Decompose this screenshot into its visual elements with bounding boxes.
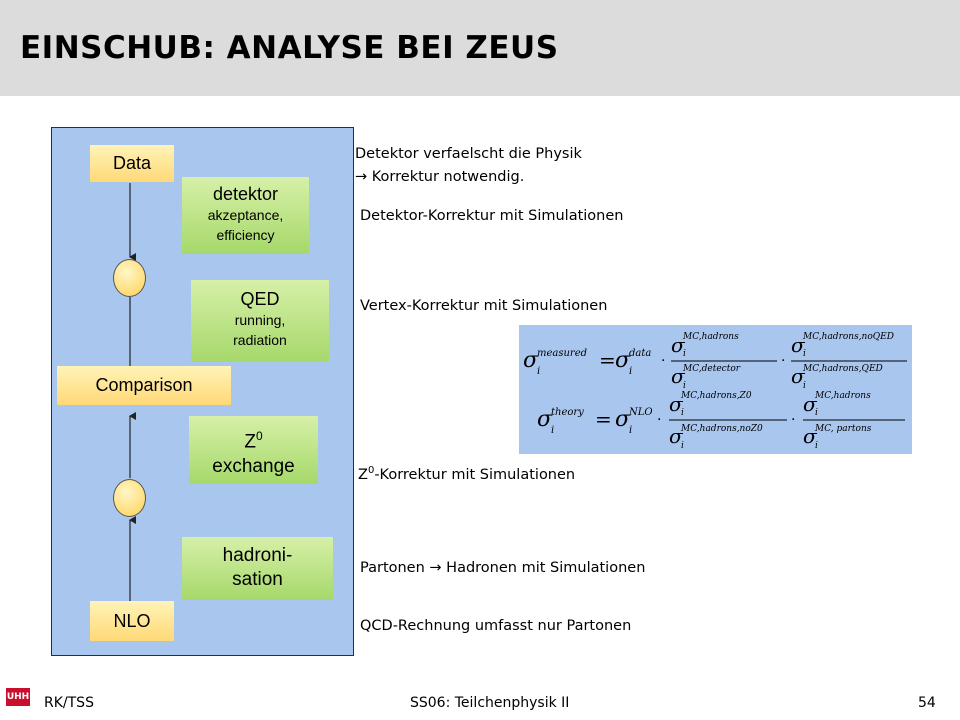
sigma-theory: σ xyxy=(537,407,553,432)
sup-theory: theory xyxy=(551,407,584,418)
diagram-arrows xyxy=(129,183,136,601)
eq-2: = xyxy=(595,407,612,431)
sub-i-4: i xyxy=(683,381,686,391)
detektor-sub1: akzeptance, xyxy=(207,207,284,223)
dot-4: · xyxy=(791,412,795,428)
sup-mc-z0: MC,hadrons,Z0 xyxy=(680,391,752,401)
dot-2: · xyxy=(781,353,785,369)
data-label: Data xyxy=(112,153,152,173)
right-arrow-icon: → xyxy=(355,169,368,185)
slide-title: EINSCHUB: ANALYSE BEI ZEUS xyxy=(20,30,559,66)
detektor-title: detektor xyxy=(212,184,279,204)
qed-title: QED xyxy=(240,289,280,309)
note-detektor-korrektur: Detektor-Korrektur mit Simulationen xyxy=(360,208,624,224)
nlo-box: NLO xyxy=(90,601,174,641)
sub-i-8: i xyxy=(629,425,632,436)
sigma-measured: σ xyxy=(523,348,539,373)
note-vertex-korrektur: Vertex-Korrektur mit Simulationen xyxy=(360,298,608,314)
sup-mc-noz0: MC,hadrons,noZ0 xyxy=(680,424,763,434)
z0-sub: exchange xyxy=(212,456,295,478)
formula-graphic: σ measured i = σ data i · σ MC,hadrons i… xyxy=(523,332,907,451)
sup-mc-noqed: MC,hadrons,noQED xyxy=(802,332,894,342)
hadroni-line1: hadroni- xyxy=(222,545,293,566)
sub-i-9: i xyxy=(681,408,684,418)
sub-i-1: i xyxy=(537,366,540,377)
note-korrektur-notwendig: → Korrektur notwendig. xyxy=(355,169,524,185)
sup-mc-hadrons-1: MC,hadrons xyxy=(682,332,739,342)
sub-i-7: i xyxy=(551,425,554,436)
comparison-label: Comparison xyxy=(95,375,193,395)
note-detektor-verfaelscht: Detektor verfaelscht die Physik xyxy=(355,146,582,162)
eq-1: = xyxy=(599,348,616,372)
sup-nlo: NLO xyxy=(628,407,653,418)
note-korrektur-text: Korrektur notwendig. xyxy=(371,169,525,185)
sigma-nlo: σ xyxy=(615,407,631,432)
sub-i-2: i xyxy=(629,366,632,377)
note-partonen-hadronen: Partonen → Hadronen mit Simulationen xyxy=(360,560,645,576)
qed-sub2: radiation xyxy=(233,332,287,348)
sigma-mc-noz0: σ xyxy=(669,424,684,448)
sigma-mc-noqed: σ xyxy=(791,333,806,357)
analysis-diagram: Data detektor akzeptance, efficiency QED… xyxy=(51,127,354,656)
sub-i-11: i xyxy=(815,408,818,418)
dot-1: · xyxy=(661,353,665,369)
z0-title: Z0 xyxy=(189,424,318,454)
sup-mc-partons: MC, partons xyxy=(814,424,872,434)
detektor-box: detektor akzeptance, efficiency xyxy=(182,177,309,254)
hadroni-line2: sation xyxy=(232,569,283,590)
sigma-mc-hadrons-1: σ xyxy=(671,333,686,357)
sup-mc-detector: MC,detector xyxy=(682,364,741,374)
z0-title-base: Z xyxy=(244,431,256,453)
note-z0-rest: -Korrektur mit Simulationen xyxy=(374,466,576,483)
dot-3: · xyxy=(657,412,661,428)
sup-data: data xyxy=(629,348,651,359)
data-box: Data xyxy=(90,145,174,182)
footer-page-number: 54 xyxy=(918,695,936,711)
sigma-mc-partons: σ xyxy=(803,424,818,448)
note-z0-base: Z xyxy=(358,466,368,483)
upper-node xyxy=(113,259,146,297)
note-partonen-b: Hadronen mit Simulationen xyxy=(446,560,646,576)
sigma-mc-z0: σ xyxy=(669,392,684,416)
sub-i-10: i xyxy=(681,441,684,451)
correction-formulas: σ measured i = σ data i · σ MC,hadrons i… xyxy=(519,325,912,454)
hadronisation-box: hadroni- sation xyxy=(182,537,333,600)
sup-mc-qed: MC,hadrons,QED xyxy=(802,364,883,374)
qed-sub1: running, xyxy=(234,312,286,328)
sigma-data: σ xyxy=(615,348,631,373)
sup-mc-hadrons-2: MC,hadrons xyxy=(814,391,871,401)
sup-measured: measured xyxy=(537,348,587,359)
sub-i-3: i xyxy=(683,349,686,359)
title-bar: EINSCHUB: ANALYSE BEI ZEUS xyxy=(0,0,960,96)
detektor-sub2: efficiency xyxy=(216,227,275,243)
right-arrow-icon: → xyxy=(429,560,442,576)
note-partonen-a: Partonen xyxy=(360,560,425,576)
footer-course: SS06: Teilchenphysik II xyxy=(410,695,570,711)
note-z0-korrektur: Z0-Korrektur mit Simulationen xyxy=(358,465,575,483)
sigma-mc-hadrons-2: σ xyxy=(803,392,818,416)
sigma-mc-qed: σ xyxy=(791,364,806,388)
note-z0-sup: 0 xyxy=(367,465,375,476)
lower-node xyxy=(113,479,146,517)
note-qcd-rechnung: QCD-Rechnung umfasst nur Partonen xyxy=(360,618,632,634)
qed-box: QED running, radiation xyxy=(191,280,329,362)
footer-author: RK/TSS xyxy=(44,695,94,711)
sigma-mc-detector: σ xyxy=(671,364,686,388)
comparison-box: Comparison xyxy=(57,366,231,405)
uhh-logo: UHH xyxy=(6,688,30,706)
sub-i-12: i xyxy=(815,441,818,451)
z0-box: Z0 exchange xyxy=(189,416,318,484)
nlo-label: NLO xyxy=(113,611,151,631)
sub-i-6: i xyxy=(803,381,806,391)
z0-title-sup: 0 xyxy=(255,429,263,443)
sub-i-5: i xyxy=(803,349,806,359)
